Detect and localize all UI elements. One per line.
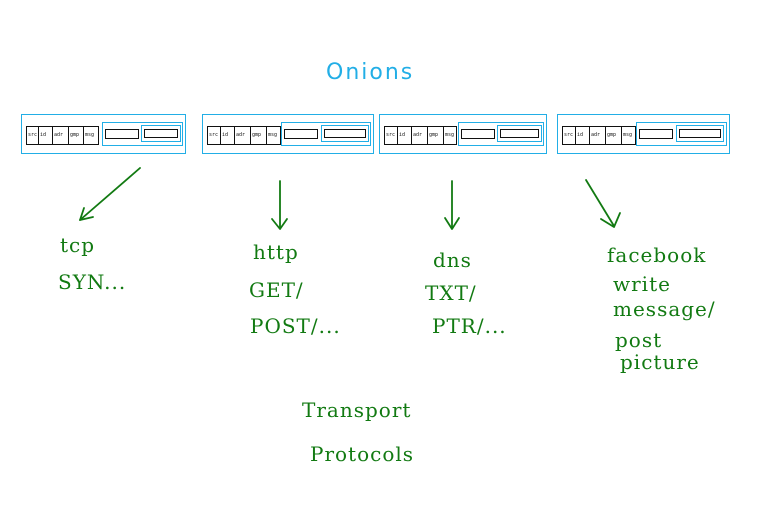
encrypted-cell — [284, 129, 318, 139]
field: gmp — [606, 127, 622, 144]
field: id — [221, 127, 235, 144]
header-fields: src id adr gmp msg — [26, 126, 99, 145]
arrow-to-tcp — [79, 167, 141, 221]
encrypted-layer-outer — [102, 122, 183, 146]
field: adr — [590, 127, 606, 144]
field: src — [385, 127, 398, 144]
arrow-to-facebook — [585, 179, 621, 228]
encrypted-cell — [144, 129, 178, 138]
field: src — [27, 127, 39, 144]
encrypted-cell — [105, 129, 139, 139]
encrypted-layer-outer — [458, 122, 544, 146]
label-write: write — [613, 272, 671, 296]
label-ptr: PTR/... — [432, 314, 507, 338]
label-http: http — [253, 240, 299, 264]
onion-packet-1: src id adr gmp msg — [21, 114, 186, 154]
field: src — [563, 127, 576, 144]
label-tcp: tcp — [60, 233, 96, 257]
diagram-title: Onions — [326, 60, 415, 85]
field: adr — [53, 127, 69, 144]
field: gmp — [69, 127, 84, 144]
field: adr — [412, 127, 428, 144]
field: msg — [268, 132, 278, 138]
label-dns: dns — [433, 248, 472, 272]
encrypted-cell — [639, 129, 673, 139]
label-facebook: facebook — [607, 243, 707, 267]
label-syn: SYN... — [58, 270, 127, 294]
encrypted-layer-inner — [141, 125, 181, 142]
encrypted-cell — [324, 129, 366, 138]
encrypted-layer-inner — [497, 125, 542, 142]
label-txt: TXT/ — [425, 281, 477, 305]
field: id — [39, 127, 53, 144]
encrypted-cell — [461, 129, 495, 139]
onion-packet-4: src id adr gmp msg — [557, 114, 730, 154]
header-fields: src id adr gmp msg — [384, 126, 457, 145]
arrow-to-dns — [444, 180, 460, 230]
field: msg — [445, 132, 455, 138]
field: src — [208, 127, 221, 144]
header-fields: src id adr gmp msg — [562, 126, 636, 145]
onion-packet-2: src id adr gmp msg — [202, 114, 374, 154]
label-get: GET/ — [249, 278, 304, 302]
arrow-to-http — [271, 180, 288, 230]
encrypted-cell — [679, 129, 721, 138]
label-message: message/ — [613, 297, 716, 321]
field: gmp — [251, 127, 267, 144]
header-fields: src id adr gmp msg — [207, 126, 281, 145]
encrypted-cell — [500, 129, 539, 138]
encrypted-layer-outer — [281, 122, 371, 146]
field: id — [576, 127, 590, 144]
label-post: POST/... — [250, 314, 341, 338]
label-picture: picture — [620, 350, 700, 374]
field: adr — [235, 127, 251, 144]
field: msg — [85, 132, 95, 138]
label-post-fb: post — [615, 328, 663, 352]
label-protocols: Protocols — [310, 442, 415, 466]
encrypted-layer-inner — [676, 125, 724, 142]
label-transport: Transport — [302, 398, 412, 422]
encrypted-layer-inner — [321, 125, 369, 142]
field: msg — [623, 132, 633, 138]
onion-packet-3: src id adr gmp msg — [379, 114, 547, 154]
field: id — [398, 127, 412, 144]
encrypted-layer-outer — [636, 122, 727, 146]
field: gmp — [428, 127, 444, 144]
